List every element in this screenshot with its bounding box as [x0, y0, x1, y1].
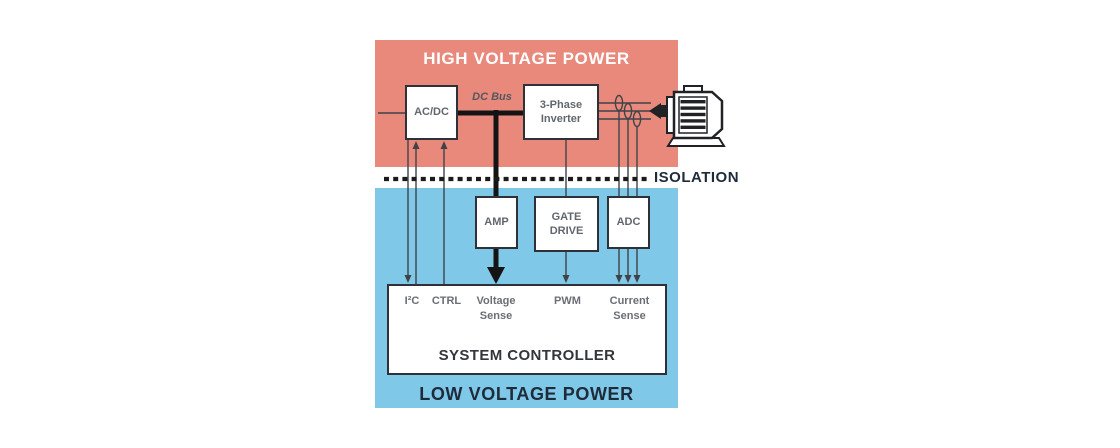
port-label-i2c: I²C — [404, 295, 420, 307]
block-gate-drive-label: GATE DRIVE — [549, 210, 584, 237]
block-adc-label: ADC — [616, 216, 641, 229]
block-adc: ADC — [607, 196, 650, 249]
port-label-current-sense: Current Sense — [609, 295, 650, 322]
system-controller-title: SYSTEM CONTROLLER — [438, 347, 616, 364]
low-voltage-title: LOW VOLTAGE POWER — [419, 384, 634, 404]
port-label-ctrl: CTRL — [431, 295, 462, 307]
block-acdc-label: AC/DC — [414, 106, 449, 119]
block-acdc: AC/DC — [405, 85, 458, 140]
block-gate-drive: GATE DRIVE — [534, 196, 599, 252]
high-voltage-title: HIGH VOLTAGE POWER — [423, 49, 630, 68]
isolation-label: ISOLATION — [654, 169, 740, 186]
block-inverter: 3-Phase Inverter — [523, 84, 599, 140]
port-label-voltage-sense: Voltage Sense — [476, 295, 516, 322]
port-label-pwm: PWM — [554, 295, 581, 307]
block-amp-label: AMP — [484, 216, 509, 229]
block-inverter-label: 3-Phase Inverter — [539, 98, 583, 125]
block-system-controller — [387, 284, 667, 375]
block-amp: AMP — [475, 196, 518, 249]
dc-bus-label: DC Bus — [472, 91, 512, 103]
